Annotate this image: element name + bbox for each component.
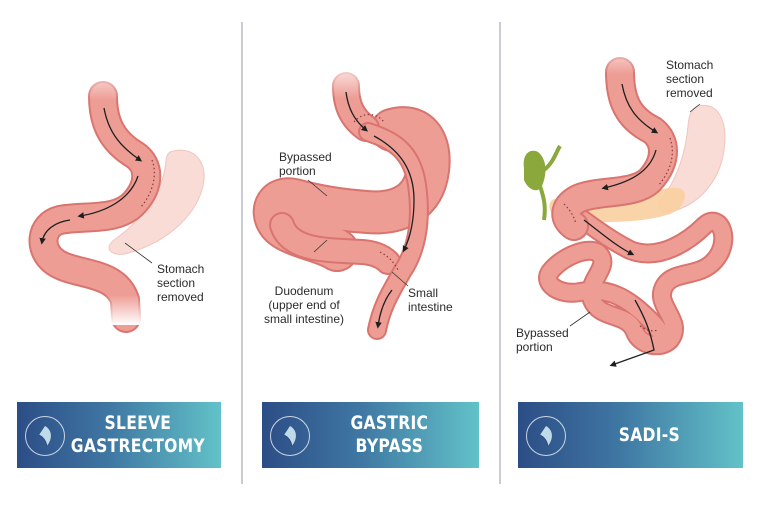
callout-leader xyxy=(307,179,328,197)
staple-line xyxy=(139,159,155,209)
food-path-arrow xyxy=(621,83,659,134)
food-path-arrow xyxy=(601,149,657,191)
staple-line xyxy=(353,113,385,123)
callout-leader xyxy=(313,239,328,253)
food-path-arrow xyxy=(39,219,71,245)
bile-duct xyxy=(538,144,562,221)
food-path-arrow xyxy=(583,219,635,256)
label-stomach-section-removed: Stomach section removed xyxy=(666,58,714,100)
food-path-arrow xyxy=(345,91,368,132)
staple-line xyxy=(657,137,673,187)
label-stomach-section-removed: Stomach section removed xyxy=(157,262,205,304)
banner-sadi-s: SADI-S xyxy=(518,402,743,468)
banner-gastric-bypass: GASTRIC BYPASS xyxy=(262,402,479,468)
label-bypassed-portion: Bypassed portion xyxy=(516,326,569,354)
sleeve-gastrectomy-illustration xyxy=(28,60,205,333)
callout-leader xyxy=(689,103,701,113)
leaf-badge-icon xyxy=(526,416,566,456)
food-path-arrow xyxy=(373,135,415,253)
column-divider-left xyxy=(241,22,243,484)
callout-leader xyxy=(391,271,409,287)
gallbladder xyxy=(523,150,546,191)
food-path-arrow xyxy=(103,107,143,162)
leaf-badge-icon xyxy=(270,416,310,456)
banner-sleeve-gastrectomy: SLEEVE GASTRECTOMY xyxy=(17,402,221,468)
food-path-arrow xyxy=(375,289,393,329)
sadi-s-illustration xyxy=(523,34,734,367)
callout-leader xyxy=(124,242,153,264)
procedure-title: SLEEVE GASTRECTOMY xyxy=(70,412,205,457)
procedure-title: GASTRIC BYPASS xyxy=(350,412,429,457)
staple-line xyxy=(379,251,399,271)
food-path-arrow xyxy=(609,299,655,367)
leaf-badge-icon xyxy=(25,416,65,456)
label-small-intestine: Small intestine xyxy=(408,286,453,314)
procedure-title: SADI-S xyxy=(618,423,680,446)
food-path-arrow xyxy=(77,175,139,219)
column-divider-right xyxy=(499,22,501,484)
label-duodenum: Duodenum (upper end of small intestine) xyxy=(264,284,345,326)
label-bypassed-portion: Bypassed portion xyxy=(279,150,332,178)
removed-stomach-section xyxy=(108,149,205,255)
gastric-bypass-illustration xyxy=(252,58,451,340)
callout-leader xyxy=(569,311,591,327)
